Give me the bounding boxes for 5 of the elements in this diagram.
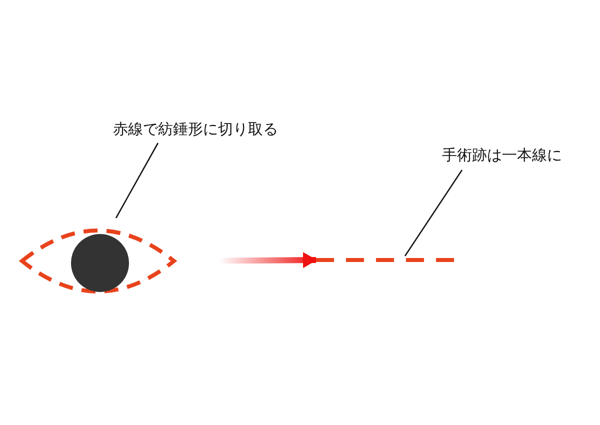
callout-text: 手術跡は一本線に — [442, 146, 582, 168]
lesion-circle — [70, 233, 130, 293]
callout-text: 赤線で紡錘形に切り取る — [113, 120, 293, 142]
leader-line — [115, 142, 159, 218]
leader-line — [404, 170, 463, 256]
